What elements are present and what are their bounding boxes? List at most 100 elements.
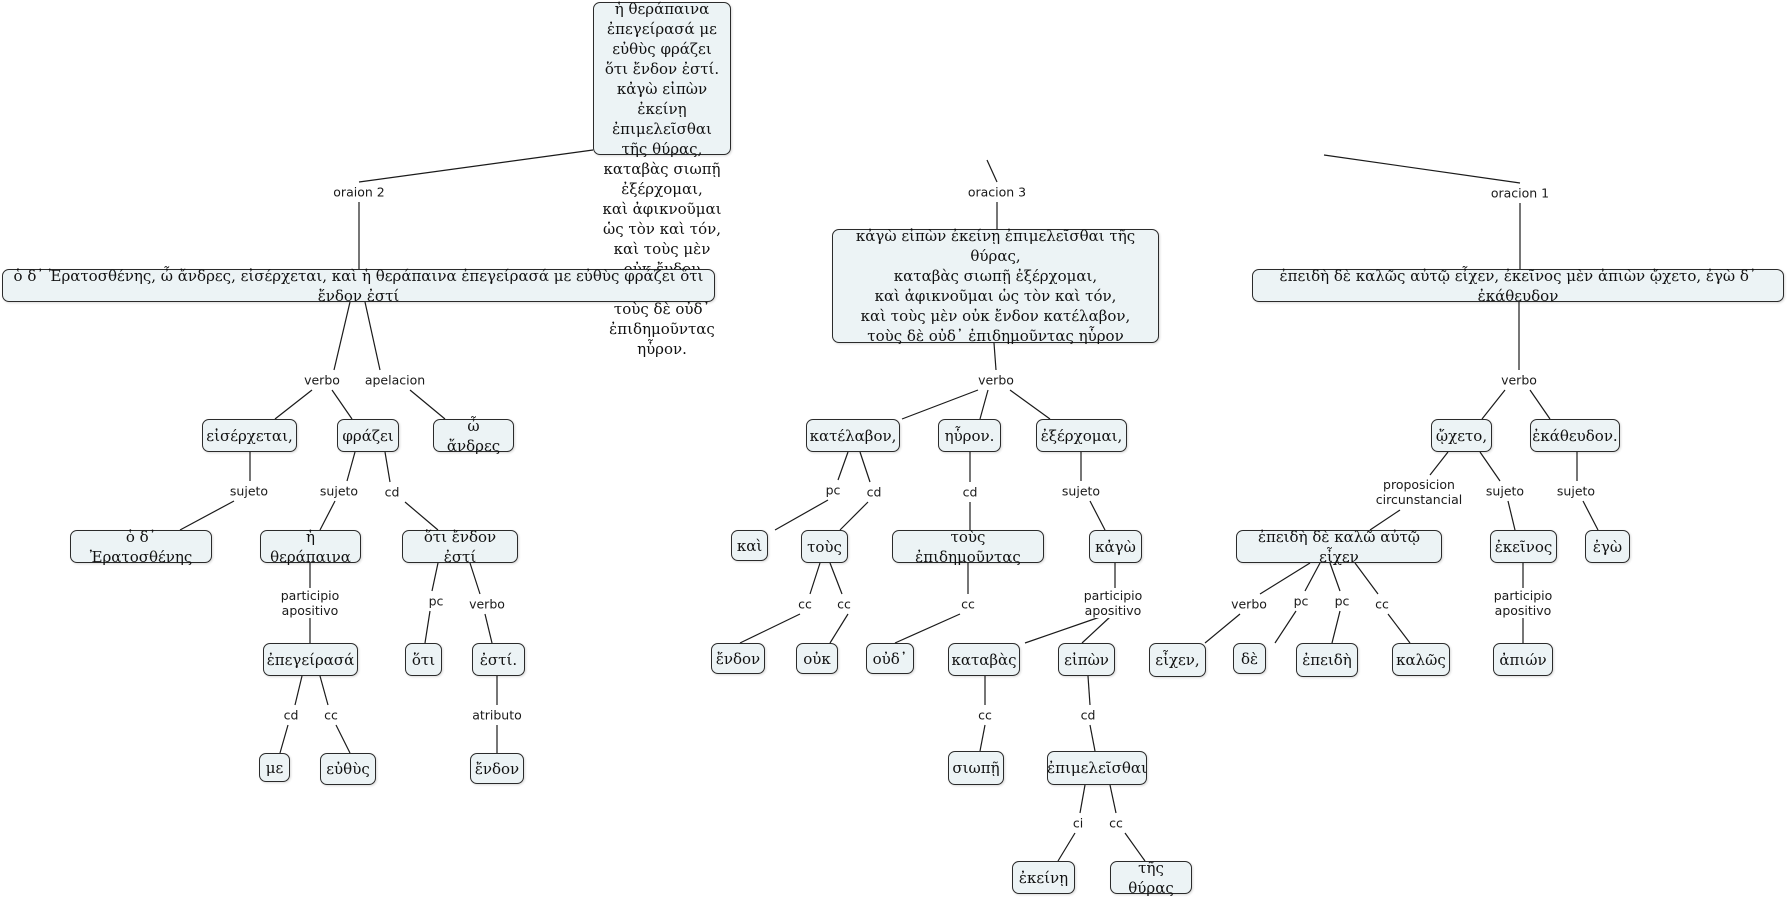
- word-node[interactable]: ἐστί.: [472, 643, 525, 676]
- connector-line: [1089, 724, 1096, 752]
- connector-line: [1481, 389, 1506, 420]
- sentence-node[interactable]: ἐπειδὴ δὲ καλῶς αὐτῷ εἶχεν, ἐκεῖνος μὲν …: [1252, 267, 1784, 305]
- link-label: oracion 1: [1488, 185, 1552, 201]
- connector-line: [1259, 562, 1311, 595]
- link-label: participio apositivo: [278, 588, 342, 618]
- connector-line: [409, 389, 446, 420]
- link-label: sujeto: [1059, 483, 1103, 499]
- connector-line: [829, 613, 849, 644]
- connector-line: [859, 451, 871, 483]
- word-node[interactable]: τῆς θύρας: [1110, 859, 1192, 897]
- word-node[interactable]: ἔνδον: [470, 753, 524, 784]
- connector-line: [1429, 451, 1449, 476]
- connector-line: [469, 562, 481, 595]
- link-label: proposicion circunstancial: [1373, 477, 1465, 507]
- connector-line: [809, 562, 821, 595]
- word-node[interactable]: ἀπιών: [1493, 643, 1553, 676]
- link-label: sujeto: [317, 483, 361, 499]
- word-node[interactable]: ἐκείνῃ: [1012, 861, 1075, 894]
- word-node[interactable]: καλῶς: [1392, 643, 1450, 676]
- link-label: cd: [960, 484, 980, 500]
- word-node[interactable]: τοὺς: [801, 530, 848, 563]
- word-node[interactable]: καταβὰς: [948, 643, 1020, 676]
- word-node[interactable]: ἐπεγείρασά: [263, 643, 358, 676]
- word-node[interactable]: ἡ θεράπαινα: [260, 528, 361, 566]
- word-node[interactable]: οὐδ᾽: [866, 643, 914, 674]
- connector-line: [1081, 616, 1111, 644]
- word-node[interactable]: εἶχεν,: [1149, 643, 1206, 677]
- word-node[interactable]: ηὗρον.: [938, 419, 1001, 452]
- word-node[interactable]: εὐθὺς: [320, 753, 376, 785]
- link-label: cc: [976, 707, 994, 723]
- link-label: cc: [1107, 815, 1125, 831]
- link-label: atributo: [470, 707, 524, 723]
- sentence-node[interactable]: ὁ δ᾽ Ἐρατοσθένης, ὦ ἄνδρες, εἰσέρχεται, …: [2, 267, 715, 305]
- connector-line: [319, 675, 329, 706]
- link-label: cd: [864, 484, 884, 500]
- word-node[interactable]: τοὺς ἐπιδημοῦντας: [892, 528, 1044, 566]
- link-label: oracion 3: [965, 184, 1029, 200]
- connector-line: [431, 562, 439, 592]
- word-node[interactable]: δὲ: [1233, 643, 1266, 674]
- connector-line: [739, 613, 801, 644]
- link-label: oraion 2: [331, 184, 387, 200]
- connector-line: [1387, 613, 1411, 644]
- word-node[interactable]: ὅτι ἔνδον ἐστί: [402, 528, 518, 566]
- sentence-node[interactable]: κἀγὼ εἰπὼν ἐκείνῃ ἐπιμελεῖσθαι τῆς θύρας…: [832, 227, 1159, 345]
- word-node[interactable]: ὅτι: [405, 643, 442, 676]
- link-label: verbo: [1499, 372, 1539, 388]
- connector-line: [993, 342, 997, 371]
- word-node[interactable]: με: [259, 753, 290, 782]
- connector-line: [1507, 500, 1516, 531]
- link-label: verbo: [1229, 596, 1269, 612]
- connector-line: [1529, 389, 1551, 420]
- word-node[interactable]: ᾤχετο,: [1431, 419, 1492, 452]
- connector-line: [901, 389, 979, 420]
- connector-line: [839, 501, 869, 531]
- root-concept-node[interactable]: ἐπειδὴ δὲ καλῶς αὐτῷ εἶχεν, ἐκεῖνος μὲν …: [593, 0, 731, 358]
- link-label: cd: [382, 484, 402, 500]
- word-node[interactable]: ἐπειδὴ: [1296, 643, 1358, 677]
- word-node[interactable]: ἐξέρχομαι,: [1036, 419, 1127, 452]
- word-node[interactable]: οὐκ: [796, 643, 838, 674]
- link-label: cc: [322, 707, 340, 723]
- connector-line: [1057, 832, 1076, 862]
- connector-line: [1024, 616, 1101, 644]
- connector-line: [1354, 562, 1379, 595]
- connector-line: [1329, 562, 1341, 592]
- connector-line: [1582, 500, 1599, 531]
- word-node[interactable]: ὁ δ᾽ Ἐρατοσθένης: [70, 528, 212, 566]
- word-node[interactable]: ἔνδον: [711, 643, 765, 674]
- connector-line: [331, 389, 353, 420]
- word-node[interactable]: ὦ ἄνδρες: [433, 417, 514, 455]
- word-node[interactable]: εἰσέρχεται,: [202, 419, 297, 452]
- word-node[interactable]: κατέλαβον,: [806, 419, 900, 452]
- link-label: cc: [1373, 596, 1391, 612]
- link-label: cd: [1078, 707, 1098, 723]
- connector-line: [1323, 154, 1521, 184]
- connector-line: [1087, 675, 1091, 706]
- word-node[interactable]: κἀγὼ: [1089, 530, 1142, 563]
- connector-line: [1009, 389, 1051, 420]
- link-label: pc: [823, 482, 843, 498]
- word-node[interactable]: ἐκάθευδον.: [1530, 419, 1620, 452]
- connector-line: [358, 149, 594, 183]
- link-label: sujeto: [1554, 483, 1598, 499]
- word-node[interactable]: φράζει: [337, 419, 399, 452]
- word-node[interactable]: ἐγὼ: [1585, 530, 1630, 563]
- word-node[interactable]: ἐπειδὴ δὲ καλῶ αὐτῷ εἶχεν: [1236, 528, 1442, 566]
- link-label: ci: [1070, 815, 1086, 831]
- word-node[interactable]: εἰπὼν: [1058, 643, 1115, 676]
- connector-line: [404, 501, 439, 531]
- connector-line: [979, 389, 989, 420]
- connector-line: [333, 301, 351, 371]
- connector-line: [346, 451, 356, 482]
- word-node[interactable]: σιωπῇ: [948, 751, 1004, 785]
- word-node[interactable]: καὶ: [731, 530, 768, 561]
- word-node[interactable]: ἐπιμελεῖσθαι: [1047, 751, 1147, 785]
- connector-line: [894, 613, 961, 644]
- connector-line: [986, 159, 998, 183]
- connector-line: [179, 500, 235, 531]
- word-node[interactable]: ἐκεῖνος: [1490, 530, 1557, 563]
